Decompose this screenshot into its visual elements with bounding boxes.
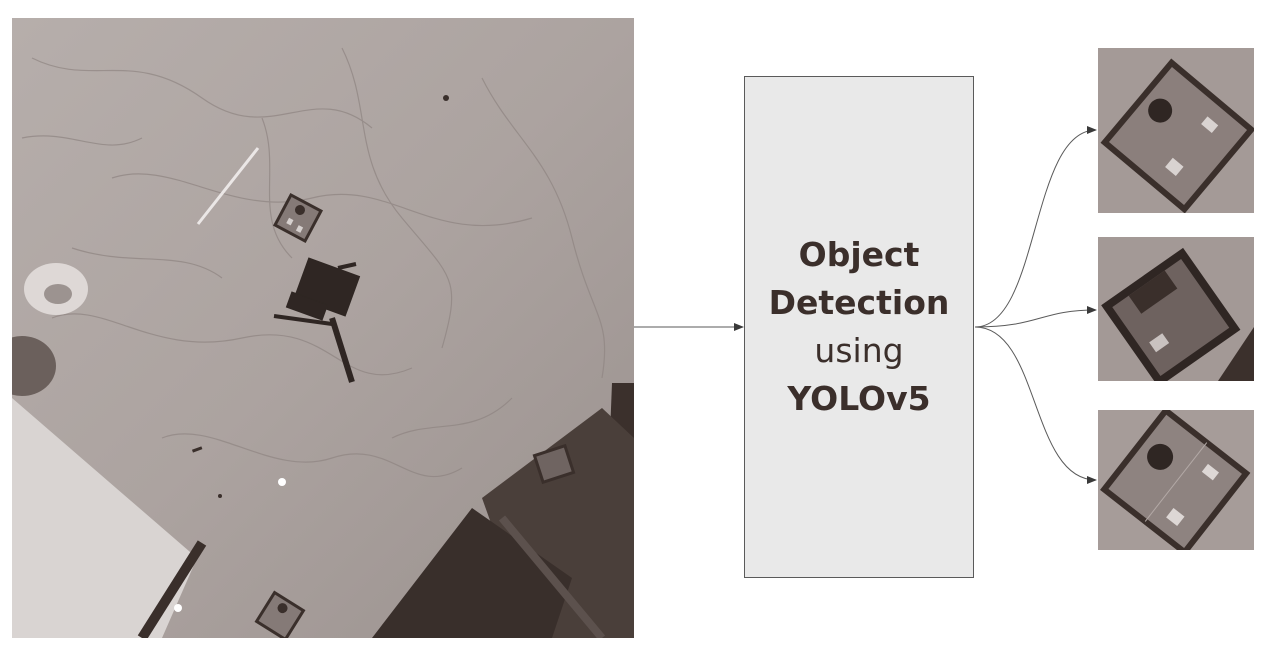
output-arrow-bottom bbox=[974, 326, 1097, 484]
detected-marker-crop-2 bbox=[1098, 237, 1254, 381]
detected-marker-crop-3 bbox=[1098, 410, 1254, 550]
input-floor-photo bbox=[12, 18, 634, 638]
process-line-detection: Detection bbox=[768, 283, 950, 322]
output-arrow-middle bbox=[974, 306, 1097, 328]
object-detection-box: Object Detection using YOLOv5 bbox=[744, 76, 974, 578]
process-line-using: using bbox=[814, 331, 904, 370]
process-line-model: YOLOv5 bbox=[787, 379, 931, 418]
output-arrow-top bbox=[974, 126, 1097, 328]
detected-marker-crop-1 bbox=[1098, 48, 1254, 213]
process-line-object: Object bbox=[798, 235, 920, 274]
